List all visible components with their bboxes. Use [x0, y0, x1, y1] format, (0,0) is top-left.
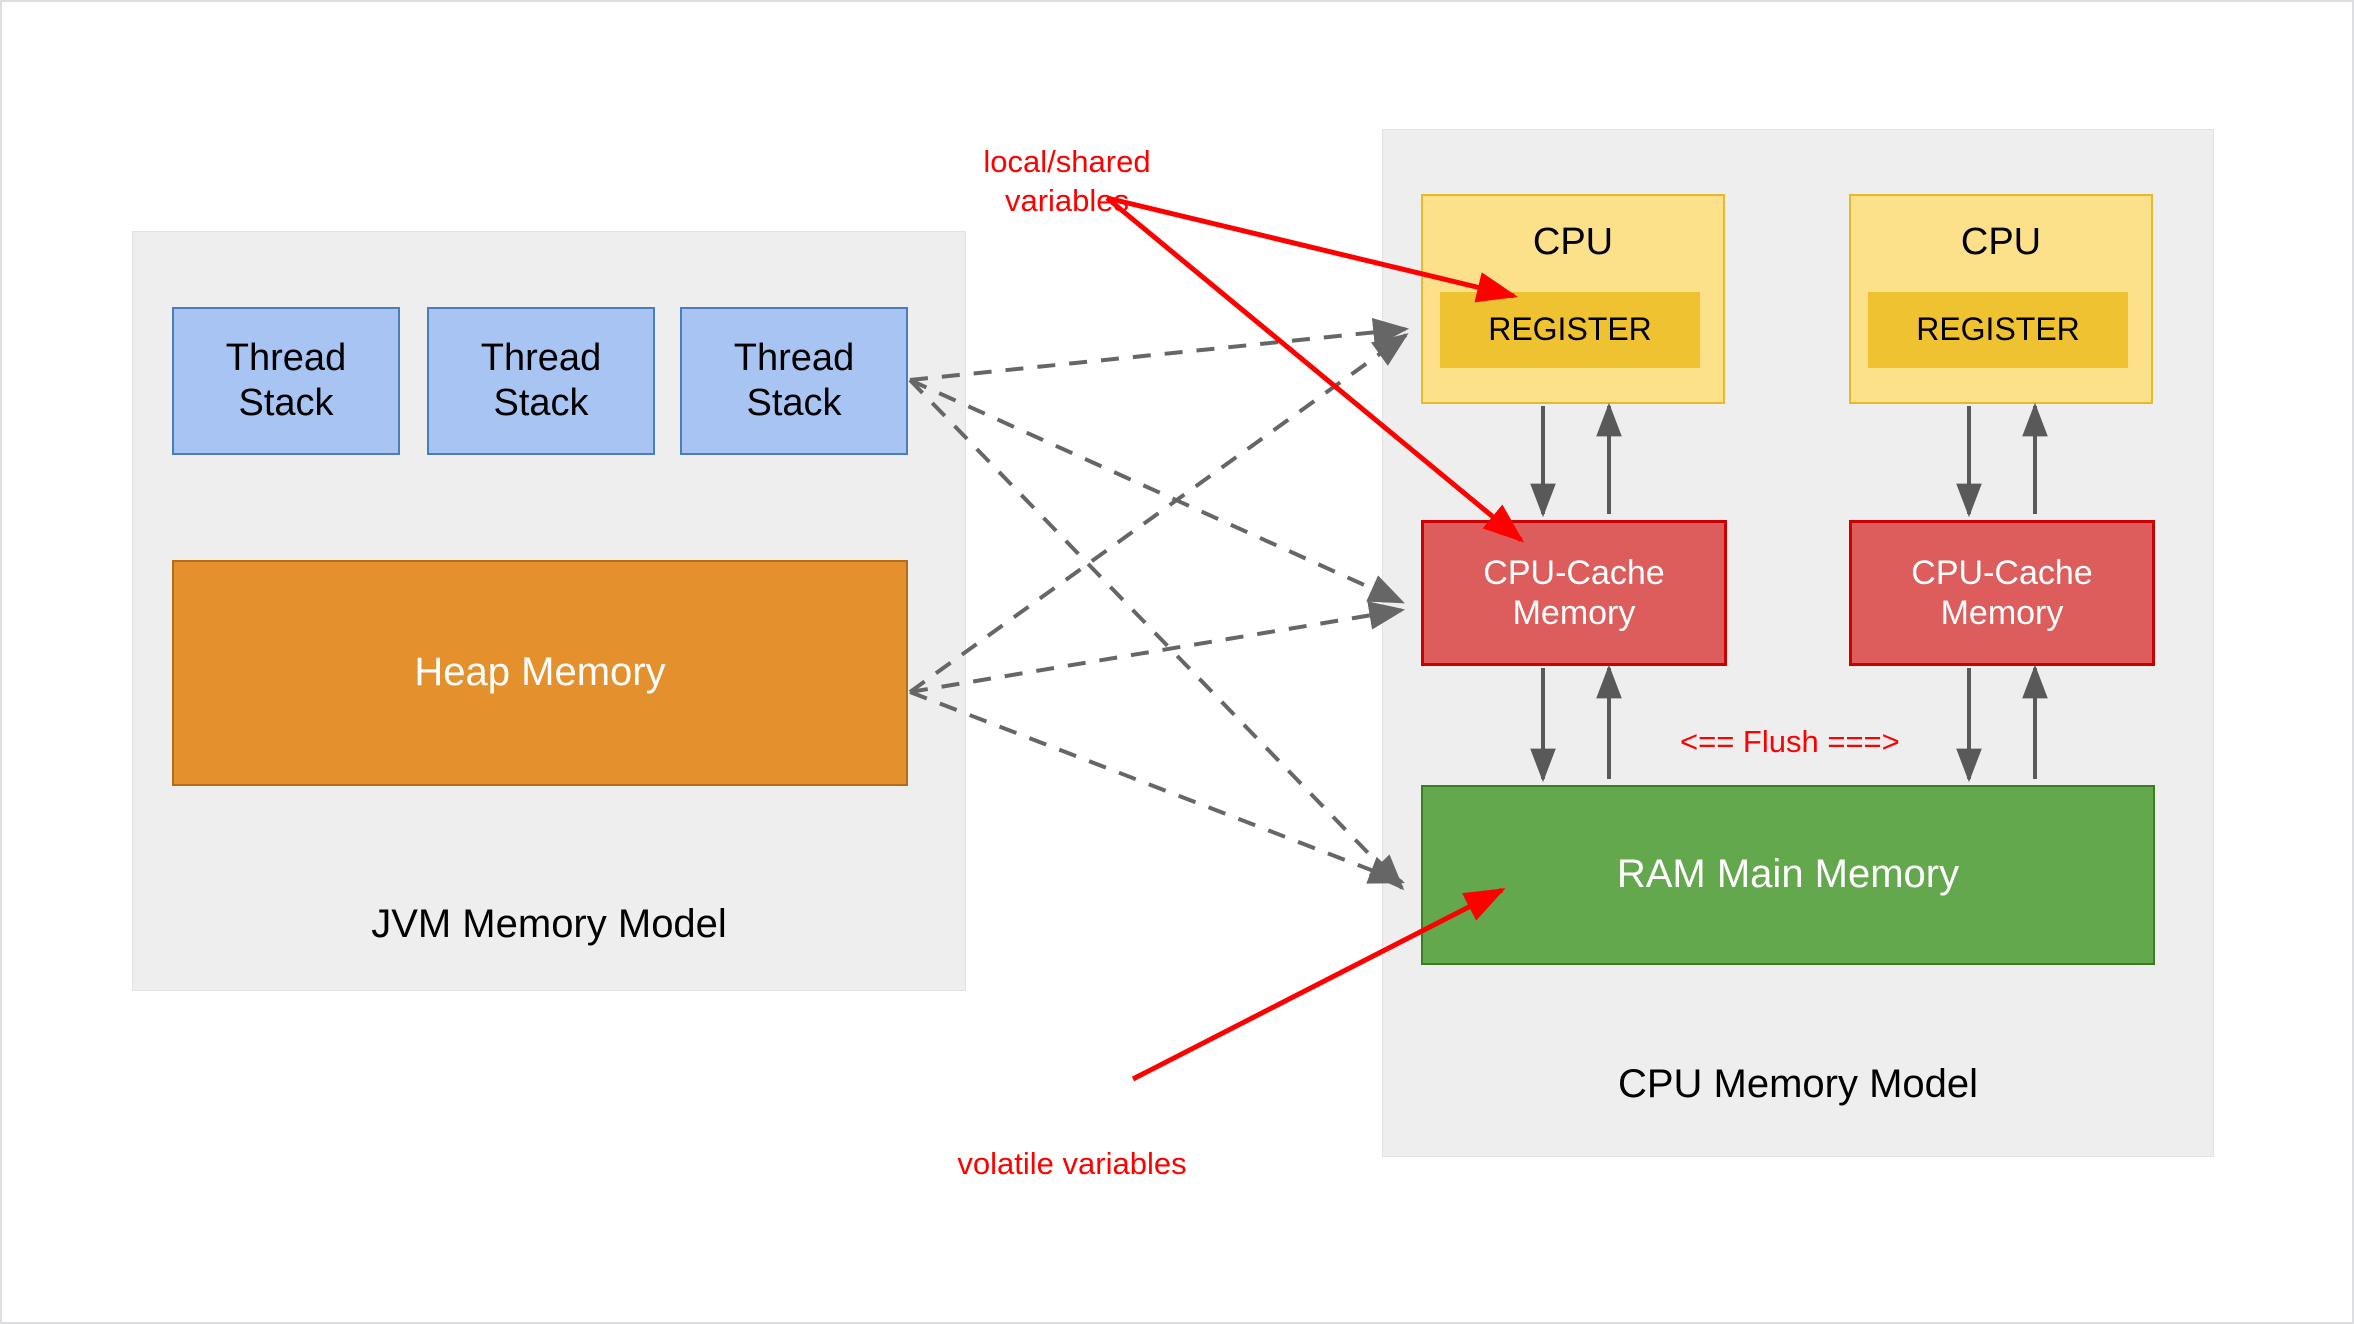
- local-shared-variables-annotation: local/shared variables: [902, 102, 1232, 221]
- cpu-cache-memory-box-1: CPU-Cache Memory: [1421, 520, 1727, 666]
- thread-stack-box-2: Thread Stack: [427, 307, 655, 455]
- thread-stack-label-2: Thread Stack: [480, 337, 602, 424]
- cpu-panel-title: CPU Memory Model: [1382, 1062, 2214, 1107]
- thread-stack-box-3: Thread Stack: [680, 307, 908, 455]
- flush-annotation: <== Flush ===>: [1680, 724, 1900, 760]
- ram-main-memory-box: RAM Main Memory: [1421, 785, 2155, 965]
- cpu-panel-title-text: CPU Memory Model: [1617, 1062, 1979, 1106]
- dashed-thread-to-ram: [908, 378, 1405, 891]
- register-box-1: REGISTER: [1440, 292, 1700, 368]
- dashed-heap-to-register: [908, 333, 1409, 694]
- register-label-1: REGISTER: [1488, 311, 1652, 348]
- heap-memory-label: Heap Memory: [414, 650, 666, 695]
- volatile-variables-label: volatile variables: [957, 1145, 1187, 1181]
- dashed-heap-to-ram: [909, 690, 1405, 884]
- flush-label: <== Flush ===>: [1680, 724, 1900, 759]
- ram-main-memory-label: RAM Main Memory: [1616, 852, 1960, 897]
- volatile-variables-annotation: volatile variables: [872, 1104, 1272, 1183]
- cpu-label-2: CPU: [1960, 221, 2042, 263]
- thread-stack-label-3: Thread Stack: [733, 337, 855, 424]
- cpu-label-1: CPU: [1532, 221, 1614, 263]
- cpu-cache-memory-label-1: CPU-Cache Memory: [1483, 553, 1665, 632]
- dashed-thread-to-cache: [909, 378, 1405, 604]
- cpu-cache-memory-label-2: CPU-Cache Memory: [1911, 553, 2093, 632]
- local-shared-variables-label: local/shared variables: [983, 143, 1151, 219]
- thread-stack-box-1: Thread Stack: [172, 307, 400, 455]
- heap-memory-box: Heap Memory: [172, 560, 908, 786]
- cpu-cache-memory-box-2: CPU-Cache Memory: [1849, 520, 2155, 666]
- dashed-heap-to-cache: [909, 601, 1406, 694]
- jvm-panel-title: JVM Memory Model: [132, 902, 966, 947]
- dashed-connector-group: [908, 318, 1410, 891]
- register-box-2: REGISTER: [1868, 292, 2128, 368]
- register-label-2: REGISTER: [1916, 311, 2080, 348]
- jvm-panel-title-text: JVM Memory Model: [371, 902, 727, 946]
- thread-stack-label-1: Thread Stack: [225, 337, 347, 424]
- dashed-thread-to-register: [909, 318, 1410, 382]
